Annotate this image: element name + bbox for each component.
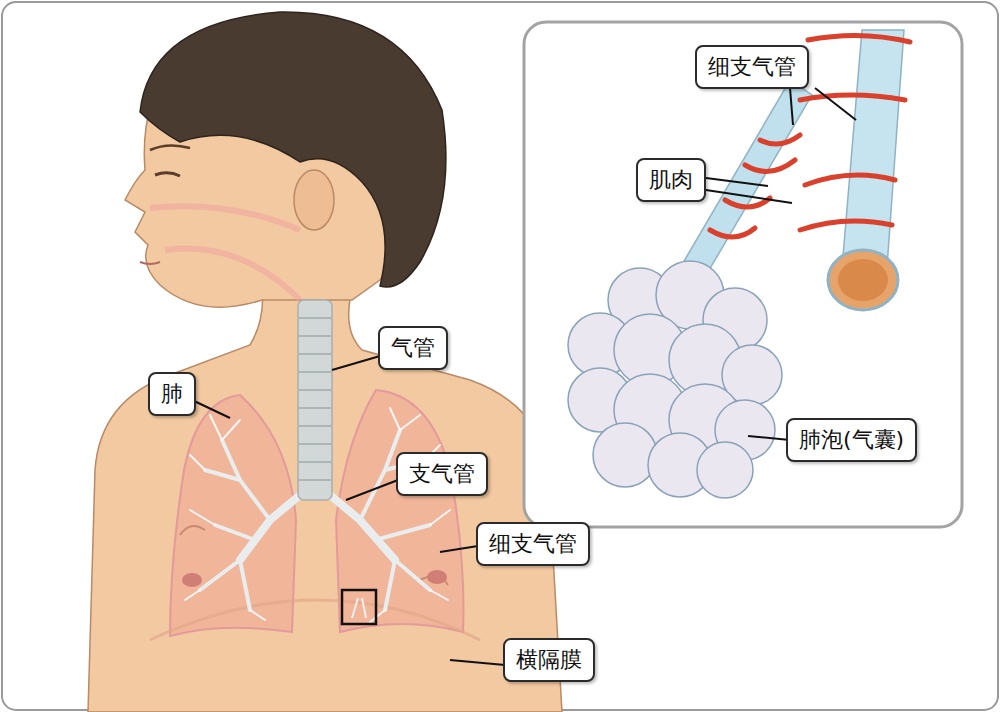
callout-label: 横隔膜 [503, 638, 595, 682]
alveoli-cluster-part [697, 442, 753, 498]
boy-figure-part [294, 170, 334, 230]
callout-label: 肺泡(气囊) [786, 418, 917, 462]
boy-figure-part [150, 206, 300, 230]
zoom-marker-part [342, 590, 376, 624]
label-text: 支气管 [409, 461, 475, 486]
airway-tree-part-part [185, 590, 200, 600]
trachea-part [298, 318, 332, 480]
airway-tree-part-part [190, 455, 205, 470]
trachea-part-part [298, 389, 332, 391]
airway-tree-part-part [390, 408, 400, 430]
airway-tree-part-part [400, 415, 420, 430]
trachea-part-part [298, 461, 332, 463]
airway-tree-part-part [210, 415, 222, 440]
alveoli-cluster-part [593, 423, 657, 487]
zoom-marker-part [352, 598, 366, 618]
boy-figure-part [88, 290, 562, 712]
leader-lines [192, 88, 856, 665]
inset-panel-part-part [745, 160, 795, 171]
airway-tree-part-part [385, 560, 395, 610]
inset-panel-part-part [760, 135, 800, 144]
trachea-part-part [298, 335, 332, 337]
label-text: 肺 [161, 381, 183, 406]
callout-label: 细支气管 [476, 522, 590, 566]
label-text: 气管 [391, 335, 435, 360]
leader-lines-part [706, 178, 768, 186]
alveoli-cluster [568, 261, 782, 498]
airway-tree-part-part [240, 560, 250, 610]
trachea [298, 300, 332, 500]
boy-figure [88, 12, 562, 712]
airway-tree-part-part [222, 440, 270, 520]
boy-figure-part [165, 249, 300, 300]
airway-tree-part-part [250, 610, 265, 620]
boy-figure-part [155, 173, 180, 176]
label-text: 肺泡(气囊) [799, 427, 904, 452]
airway-tree-part-part [330, 495, 395, 560]
airway-tree-part-part [430, 510, 450, 525]
leader-lines-part [192, 400, 230, 418]
label-text: 肌肉 [649, 167, 693, 192]
leader-lines-part [790, 88, 793, 125]
airway-tree-part-part [360, 430, 400, 520]
trachea-part-part [298, 407, 332, 409]
airway-tree-part-part [430, 590, 448, 600]
inset-panel [524, 22, 962, 527]
leader-lines-part [440, 546, 478, 552]
trachea-part-part [298, 479, 332, 481]
airway-tree-part-part [190, 510, 215, 525]
inset-panel-part-part [800, 95, 905, 100]
inset-panel-part-part [800, 221, 892, 230]
inset-panel-part [828, 250, 898, 310]
callout-label: 气管 [378, 326, 448, 370]
boy-figure-part [150, 145, 190, 150]
airway-tree-part-part [215, 525, 255, 540]
inset-panel-part-part [808, 35, 910, 42]
airway-tree-part-part [205, 470, 240, 480]
leader-lines-part [332, 356, 380, 370]
trachea-part-part [298, 371, 332, 373]
trachea-part-part [298, 425, 332, 427]
zoom-marker [342, 590, 376, 624]
inset-panel-part [524, 22, 962, 527]
airway-tree-part-part [375, 525, 430, 540]
boy-figure-part [140, 262, 160, 264]
callout-label: 肺 [148, 372, 196, 416]
callout-label: 细支气管 [695, 45, 809, 89]
trachea-part-part [298, 353, 332, 355]
leader-lines-part [346, 480, 398, 500]
trachea-part [298, 300, 332, 500]
trachea-part-part [298, 443, 332, 445]
airway-tree-part-part [395, 560, 430, 590]
inset-panel-part [838, 259, 888, 301]
callout-label: 肌肉 [636, 158, 706, 202]
label-text: 细支气管 [708, 54, 796, 79]
inset-panel-part-part [805, 175, 895, 185]
leader-lines-part [450, 660, 505, 665]
leader-lines-part [815, 88, 856, 120]
trachea-part-part [298, 317, 332, 319]
airway-tree-part-part [222, 420, 240, 440]
airway-tree-part-part [370, 610, 385, 622]
label-text: 横隔膜 [516, 647, 582, 672]
airway-tree-part [240, 495, 395, 560]
lungs-part [150, 600, 480, 640]
airway-tree-part-part [240, 495, 300, 560]
label-text: 细支气管 [489, 531, 577, 556]
airway-tree-part-part [200, 560, 240, 590]
leader-lines-part [706, 190, 792, 203]
leader-lines-part [748, 436, 790, 440]
inset-panel-part-part [710, 228, 755, 237]
callout-label: 支气管 [396, 452, 488, 496]
